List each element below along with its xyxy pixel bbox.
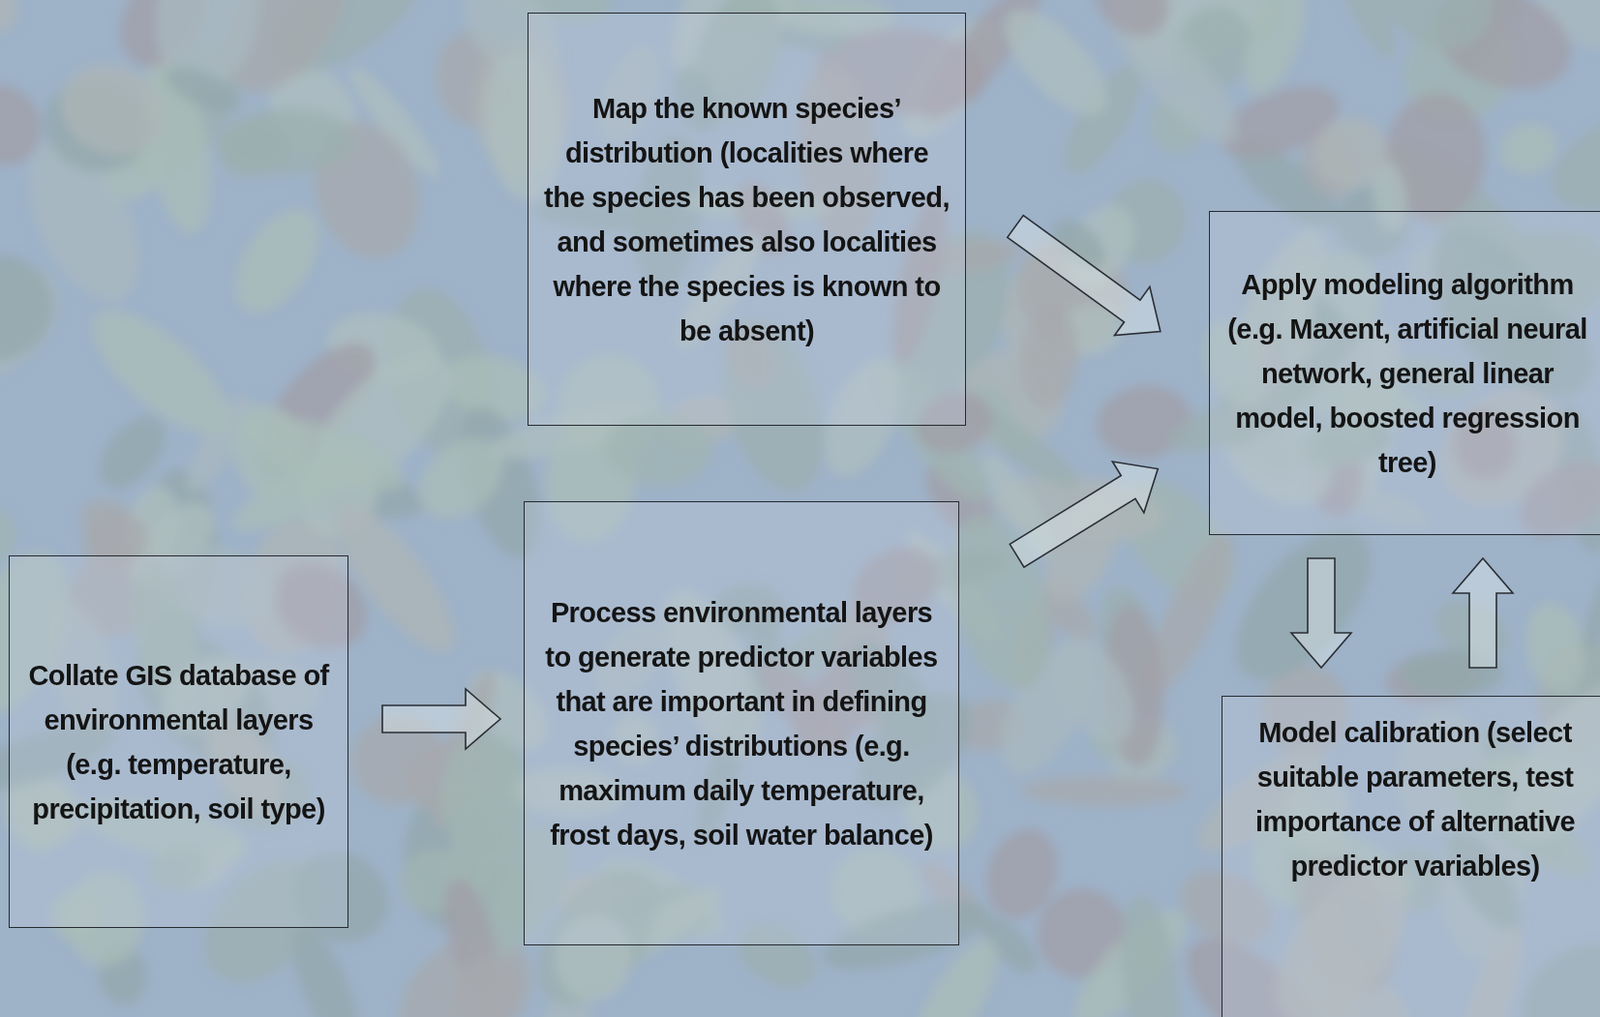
block-arrow [382,689,501,750]
process-box: Map the known species’ distribution (loc… [527,12,967,426]
box-text: Apply modeling algorithm (e.g. Maxent, a… [1223,262,1592,485]
process-box: Collate GIS database of environmental la… [8,555,349,929]
block-arrow [1291,558,1352,668]
box-text: Process environmental layers to generate… [538,590,945,858]
process-box: Process environmental layers to generate… [523,501,960,946]
process-box: Model calibration (select suitable param… [1221,695,1600,1017]
process-box: Apply modeling algorithm (e.g. Maxent, a… [1208,211,1600,536]
box-text: Model calibration (select suitable param… [1236,710,1595,889]
box-text: Collate GIS database of environmental la… [23,653,334,832]
block-arrow [1007,215,1161,336]
block-arrow [1452,558,1513,668]
box-text: Map the known species’ distribution (loc… [542,86,952,354]
block-arrow [1009,461,1158,568]
